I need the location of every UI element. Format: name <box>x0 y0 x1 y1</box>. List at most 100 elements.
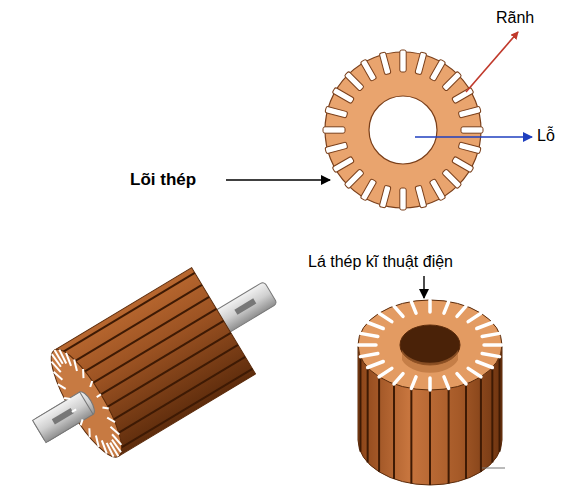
stack-slot <box>378 377 380 472</box>
rotor-slot <box>95 333 230 414</box>
shaft-key <box>52 408 74 424</box>
rotor-end-slot <box>64 395 70 401</box>
rotor-slot <box>74 297 209 378</box>
slot <box>379 52 391 75</box>
lamination-disc <box>323 50 483 210</box>
slot <box>379 185 391 208</box>
stack-slot <box>480 377 482 472</box>
slot <box>429 59 446 81</box>
rotor-end-slot <box>64 353 73 366</box>
stack-top-slot <box>428 378 432 390</box>
stack-top-slot <box>358 343 376 347</box>
part-label: Rãnh <box>496 8 534 28</box>
rotor-end-slot <box>52 353 61 367</box>
rotor-assembly <box>7 239 302 484</box>
stack-slot <box>367 368 369 463</box>
stack-top-slot <box>360 333 377 336</box>
rotor-end-slot <box>72 409 76 412</box>
stack-slots-top <box>358 300 502 390</box>
stack-top-slot <box>394 306 403 316</box>
rotor-end-slot <box>93 435 102 447</box>
stack-top-slot <box>379 313 392 321</box>
stack-top-slot <box>360 354 377 357</box>
stack-slot <box>465 384 467 479</box>
rotor-slot <box>117 369 252 450</box>
rotor-end-slot <box>88 381 94 387</box>
slot <box>325 142 348 154</box>
shaft-front <box>33 392 94 443</box>
slot <box>452 156 474 173</box>
rotor-end-slot <box>58 382 66 391</box>
slot <box>461 127 483 133</box>
rotor-end-slot <box>106 443 115 457</box>
stack-top-slot <box>477 362 493 368</box>
stack-slot <box>491 368 493 463</box>
stack-top-slot <box>368 323 384 329</box>
rotor-end-slot <box>78 419 84 425</box>
rotor-slot <box>59 273 194 354</box>
stack-slot <box>499 357 501 452</box>
slot <box>452 87 474 104</box>
part-label: Lá thép kĩ thuật điện <box>308 252 453 272</box>
shaft-key <box>234 298 256 314</box>
stack-slot <box>429 390 431 485</box>
slot <box>415 52 427 75</box>
slot <box>400 50 406 72</box>
stack-top-slot <box>484 343 502 347</box>
slot <box>323 127 345 133</box>
rotor-end-slot <box>107 415 115 424</box>
rotor-slot <box>81 309 216 390</box>
stack-top-slot <box>457 306 466 316</box>
hole-arrow <box>415 136 532 138</box>
rotor-end-slot <box>86 428 94 437</box>
slot-arrow <box>466 32 518 92</box>
stack-top-slot <box>411 302 416 314</box>
slot <box>360 179 377 201</box>
core-arrow <box>226 179 330 181</box>
stack-slot <box>393 384 395 479</box>
stack-top-slot <box>482 333 499 336</box>
stack-top-slot <box>444 302 449 314</box>
slot <box>332 87 354 104</box>
stack-top-slot <box>394 374 403 384</box>
rotor-end-slot <box>97 394 101 397</box>
rotor-slot <box>103 345 238 426</box>
stack-top-slot <box>482 354 499 357</box>
stack-top-slot <box>468 368 481 376</box>
slot <box>344 169 364 189</box>
slot <box>400 188 406 210</box>
sheet-arrow <box>423 276 424 298</box>
stack-top-slot <box>457 374 466 384</box>
slot <box>458 142 481 154</box>
slot <box>344 71 364 91</box>
stack-slot <box>410 388 412 483</box>
part-label: Lõi thép <box>130 170 196 190</box>
lamination-stack <box>358 300 505 485</box>
slot <box>360 59 377 81</box>
rotor-slot <box>67 285 202 366</box>
stack-slot <box>448 388 450 483</box>
slot <box>458 106 481 118</box>
rotor-end-slot <box>100 440 109 453</box>
rotor-end-slot <box>71 359 80 371</box>
slot <box>415 185 427 208</box>
slot <box>442 169 462 189</box>
stack-top-slot <box>428 300 432 312</box>
rotor-end-slot <box>112 433 121 446</box>
slot <box>429 179 446 201</box>
stack-top-slot <box>477 323 493 329</box>
rotor-end-slot <box>51 360 60 373</box>
stack-slot <box>359 357 361 452</box>
rotor-slot <box>110 357 245 438</box>
slot <box>325 106 348 118</box>
hole-inner <box>402 350 458 373</box>
rule-mark <box>482 468 505 469</box>
rotor-end-slot <box>79 369 87 378</box>
part-label: Lỗ <box>537 126 555 146</box>
rotor-end-slot <box>102 405 108 411</box>
rotor-slot <box>88 321 223 402</box>
slot <box>332 156 354 173</box>
disc-body <box>325 52 481 208</box>
